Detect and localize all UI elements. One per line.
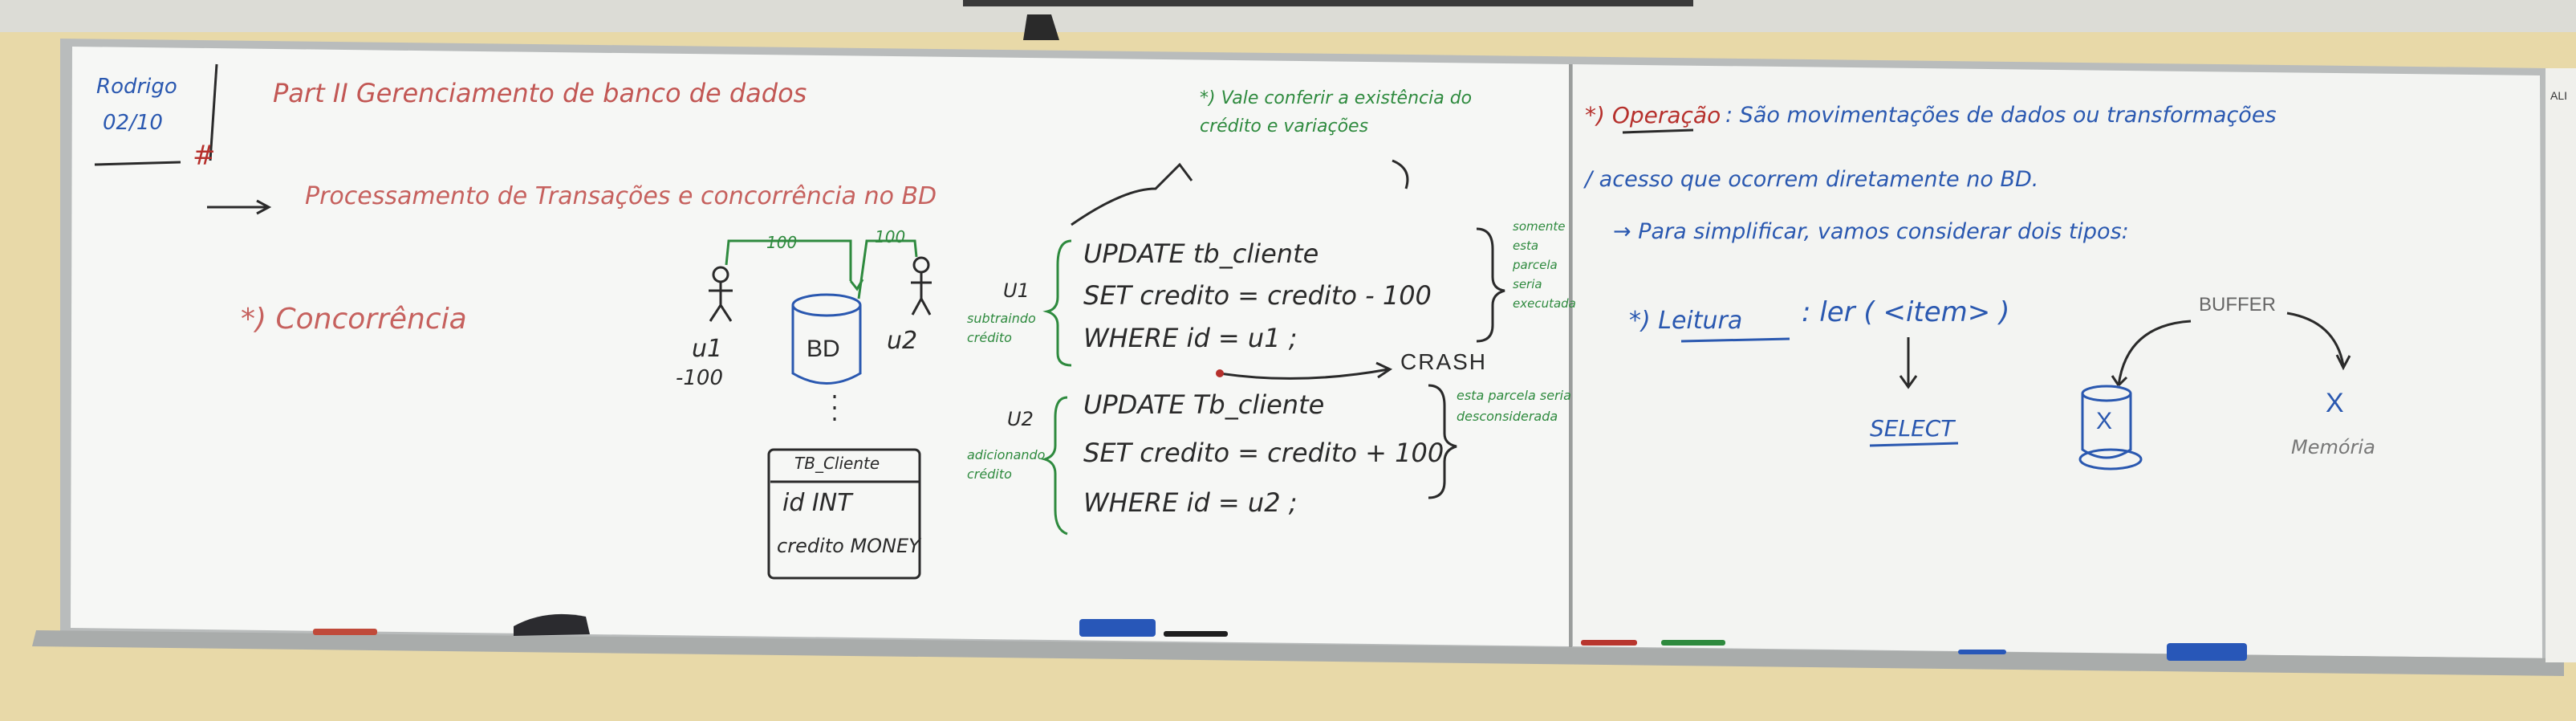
blue-eraser[interactable]	[1079, 619, 1156, 637]
select-label: SELECT	[1870, 415, 1955, 442]
db-label: BD	[807, 336, 840, 362]
edge-text: ALI	[2550, 89, 2568, 102]
table-title: TB_Cliente	[794, 454, 880, 473]
red-marker[interactable]	[313, 629, 377, 635]
red-marker-2[interactable]	[1581, 640, 1637, 646]
subtitle: Processamento de Transações e concorrênc…	[305, 182, 937, 210]
leitura-function: : ler ( <item> )	[1802, 296, 2010, 328]
blue-marker[interactable]	[1958, 650, 2006, 654]
x-in-memory: X	[2326, 388, 2344, 418]
table-row-2: credito MONEY	[777, 535, 920, 557]
part-title: Part II Gerenciamento de banco de dados	[273, 78, 807, 108]
crash-arrow	[1219, 361, 1393, 380]
leitura-underline	[1680, 337, 1790, 343]
concurrency-heading: *) Concorrência	[241, 303, 467, 336]
sql1-brace	[1042, 239, 1072, 367]
blue-eraser-2[interactable]	[2167, 643, 2247, 661]
small-database	[2078, 385, 2143, 470]
sql1-line-3: WHERE id = u1 ;	[1083, 323, 1298, 353]
leitura-label: *) Leitura	[1629, 307, 1743, 335]
u1-side-note: subtraindo crédito	[967, 311, 1036, 345]
select-underline	[1869, 442, 1959, 447]
user2-figure	[911, 256, 932, 316]
operacao-text-2: / acesso que ocorrem diretamente no BD.	[1585, 167, 2039, 192]
svg-text:#: #	[193, 140, 216, 172]
note-hook	[1392, 159, 1409, 189]
sql1-line-1: UPDATE tb_cliente	[1083, 238, 1319, 269]
black-marker[interactable]	[1164, 631, 1228, 637]
green-links	[725, 239, 918, 299]
crash-dot	[1216, 369, 1224, 377]
u2-side-note: adicionando crédito	[967, 447, 1046, 482]
subtitle-arrow	[207, 199, 272, 215]
sql1-right-brace	[1476, 227, 1505, 343]
sql2-brace	[1040, 396, 1068, 536]
sql2-line-3: WHERE id = u2 ;	[1083, 487, 1298, 518]
sql1-top-arrow	[1071, 162, 1193, 226]
right-board	[1573, 64, 2542, 658]
date-box: #	[94, 63, 218, 172]
link-label-1: 100	[766, 233, 798, 252]
side-board	[2546, 68, 2576, 662]
green-note: *) Vale conferir a existência do crédito…	[1200, 88, 1473, 137]
left-board	[71, 47, 1569, 646]
operacao-text-1: : São movimentações de dados ou transfor…	[1725, 103, 2277, 128]
user1-figure	[709, 266, 733, 322]
x-in-db: X	[2096, 408, 2113, 434]
memoria-label: Memória	[2291, 436, 2375, 458]
user1-amount: -100	[676, 366, 724, 390]
u1-label: U1	[1003, 279, 1030, 302]
green-marker[interactable]	[1661, 640, 1725, 646]
operacao-underline	[1622, 128, 1694, 134]
leitura-arrow	[1899, 337, 1918, 389]
sql1-line-2: SET credito = credito - 100	[1083, 280, 1432, 311]
simplify-text: → Para simplificar, vamos considerar doi…	[1613, 219, 2129, 244]
sql2-line-1: UPDATE Tb_cliente	[1083, 389, 1325, 420]
crash-label: CRASH	[1400, 349, 1488, 374]
sql2-right-brace	[1428, 384, 1457, 499]
table-row-1: id INT	[782, 489, 852, 517]
eraser-cloth[interactable]	[514, 613, 590, 636]
sql1-right-note: somente esta parcela seria executada	[1513, 219, 1576, 311]
u2-label: U2	[1007, 408, 1034, 430]
screen-pull-handle	[1023, 14, 1059, 40]
user1-label: u1	[692, 335, 723, 363]
projector-screen-case	[963, 0, 1693, 6]
sql2-right-note: esta parcela seria desconsiderada	[1457, 388, 1571, 424]
date-label-2: 02/10	[103, 111, 163, 135]
link-label-2: 100	[875, 227, 906, 246]
database-cylinder	[791, 293, 862, 385]
buffer-label: BUFFER	[2199, 294, 2276, 316]
sql2-line-2: SET credito = credito + 100	[1083, 438, 1444, 468]
operacao-label: *) Operação	[1585, 102, 1721, 128]
table-box	[767, 448, 921, 580]
user2-label: u2	[887, 327, 918, 355]
marker-tray	[32, 630, 2564, 676]
buffer-arrows	[2111, 312, 2351, 387]
date-label-1: Rodrigo	[96, 75, 177, 99]
